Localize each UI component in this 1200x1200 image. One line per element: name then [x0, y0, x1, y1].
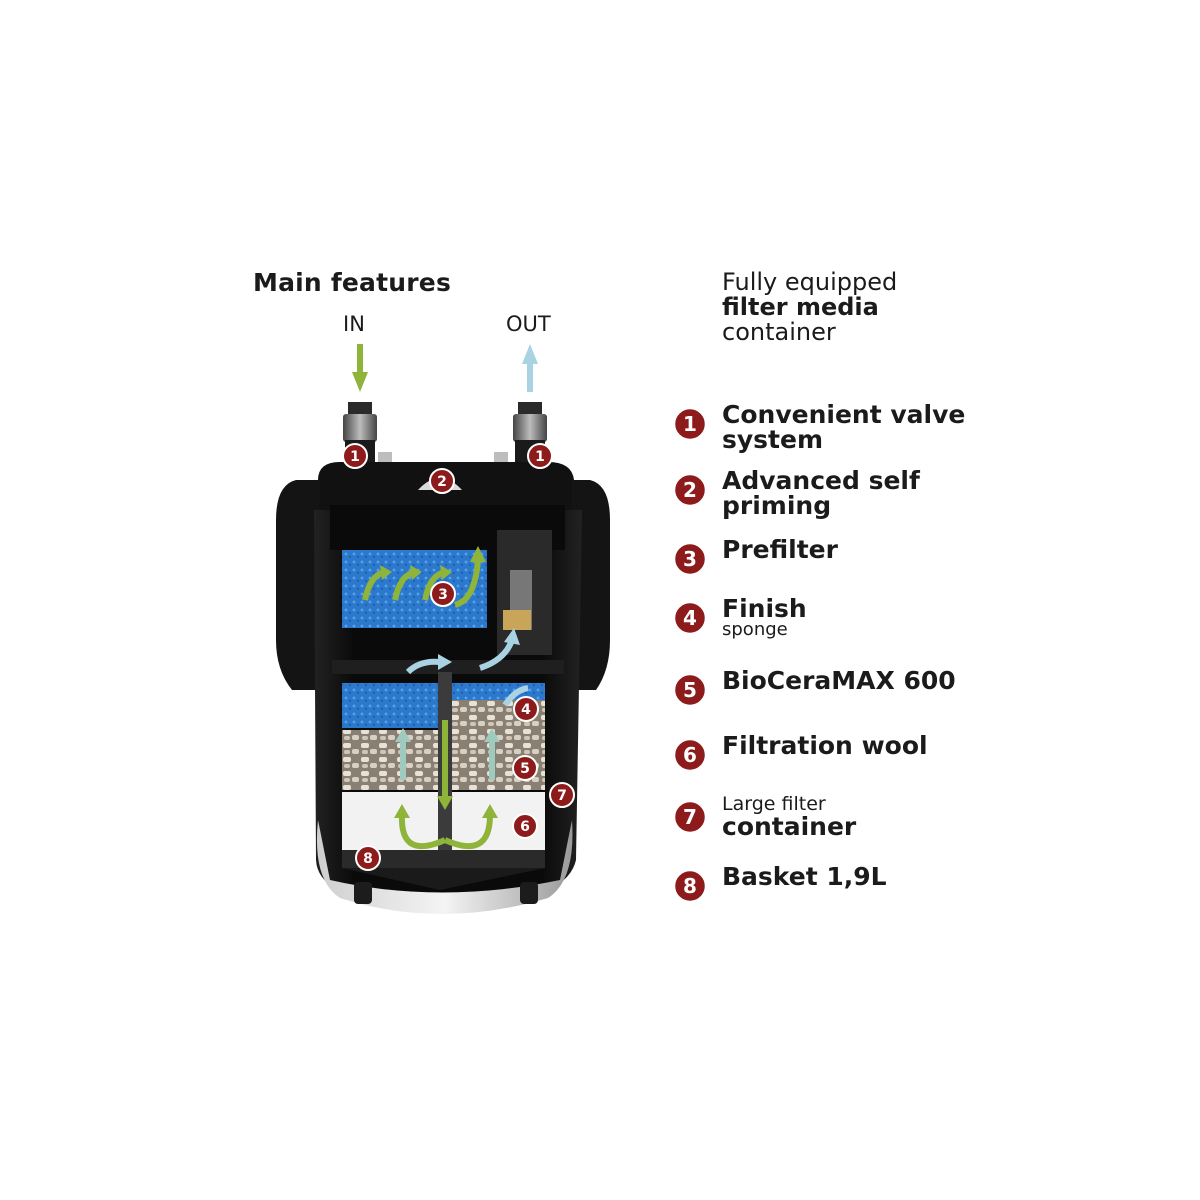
- svg-text:5: 5: [683, 678, 697, 702]
- heading-line-1: Fully equipped: [722, 268, 898, 296]
- legend-line-6-0: Filtration wool: [722, 731, 928, 760]
- callout-8-8: 8: [355, 845, 381, 871]
- flow-arrows: [362, 546, 529, 850]
- legend-line-3-0: Prefilter: [722, 535, 838, 564]
- legend-line-8-0: Basket 1,9L: [722, 862, 887, 891]
- legend-text-5: BioCeraMAX 600: [722, 668, 956, 693]
- legend-text-3: Prefilter: [722, 537, 838, 562]
- legend-badge-2: 2: [672, 472, 708, 508]
- legend-line-7-0: container: [722, 812, 857, 841]
- legend-pre-7: Large filter: [722, 793, 826, 815]
- legend-line-2-1: priming: [722, 491, 832, 520]
- legend-line-2-0: Advanced self: [722, 466, 920, 495]
- prefilter-sponge: [342, 550, 487, 628]
- svg-text:6: 6: [520, 819, 530, 835]
- out-arrow-icon: [522, 344, 538, 392]
- svg-text:7: 7: [557, 788, 567, 804]
- legend-text-6: Filtration wool: [722, 733, 928, 758]
- callout-5-5: 5: [512, 755, 538, 781]
- legend-badge-6: 6: [672, 737, 708, 773]
- legend-badge-5: 5: [672, 672, 708, 708]
- callout-4-4: 4: [513, 696, 539, 722]
- svg-text:7: 7: [683, 805, 697, 829]
- heading-line-2: filter media: [722, 293, 879, 321]
- callout-1-0: 1: [342, 443, 368, 469]
- heading-line-3: container: [722, 318, 836, 346]
- in-arrow-icon: [352, 344, 368, 392]
- legend-badge-4: 4: [672, 600, 708, 636]
- callout-2-2: 2: [429, 468, 455, 494]
- svg-text:2: 2: [437, 474, 447, 490]
- svg-text:3: 3: [438, 587, 448, 603]
- legend-line-1-1: system: [722, 425, 824, 454]
- legend-item-3: 3 Prefilter: [672, 535, 1072, 595]
- callout-1-1: 1: [527, 443, 553, 469]
- svg-text:5: 5: [520, 761, 530, 777]
- bioceramax-left: [342, 730, 440, 790]
- svg-text:2: 2: [683, 478, 697, 502]
- svg-text:1: 1: [683, 412, 697, 436]
- svg-text:8: 8: [363, 851, 373, 867]
- filtration-wool-left: [342, 792, 440, 850]
- main-title: Main features: [253, 268, 452, 297]
- right-heading: Fully equipped filter media container: [722, 270, 897, 345]
- svg-text:1: 1: [535, 449, 545, 465]
- svg-text:6: 6: [683, 743, 697, 767]
- legend-badge-8: 8: [672, 868, 708, 904]
- legend-badge-7: 7: [672, 799, 708, 835]
- svg-text:4: 4: [683, 606, 697, 630]
- legend-line-4-0: Finish: [722, 594, 807, 623]
- legend-text-8: Basket 1,9L: [722, 864, 887, 889]
- out-label: OUT: [506, 312, 551, 336]
- in-label: IN: [343, 312, 365, 336]
- svg-text:1: 1: [350, 449, 360, 465]
- legend-badge-1: 1: [672, 406, 708, 442]
- legend-item-5: 5 BioCeraMAX 600: [672, 666, 1072, 726]
- legend-line-1-0: Convenient valve: [722, 400, 966, 429]
- legend-badge-3: 3: [672, 541, 708, 577]
- legend-line-5-0: BioCeraMAX 600: [722, 666, 956, 695]
- legend-sub-4: sponge: [722, 619, 788, 640]
- svg-text:8: 8: [683, 874, 697, 898]
- diagram-callouts: 1 1 2 3 4 5 7 6 8: [342, 443, 575, 871]
- legend-item-6: 6 Filtration wool: [672, 731, 1072, 791]
- callout-3-3: 3: [430, 581, 456, 607]
- svg-text:4: 4: [521, 702, 531, 718]
- legend-item-8: 8 Basket 1,9L: [672, 862, 1072, 922]
- callout-7-6: 7: [549, 782, 575, 808]
- svg-text:3: 3: [683, 547, 697, 571]
- callout-6-7: 6: [512, 813, 538, 839]
